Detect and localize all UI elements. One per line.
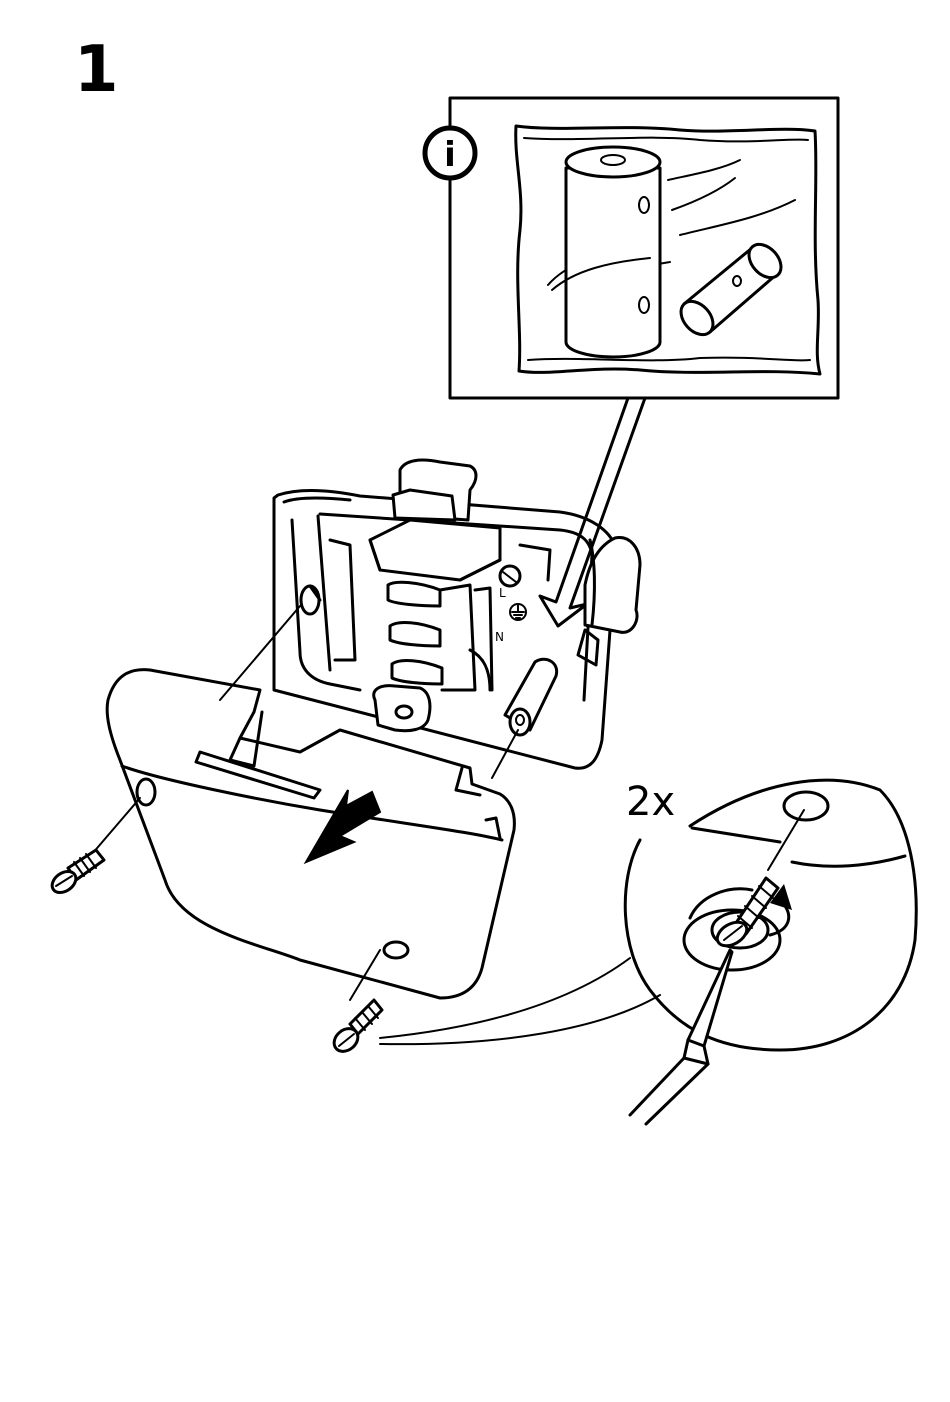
alignment-lines: [80, 606, 518, 1000]
earth-screw: [500, 566, 520, 586]
detail-magnifier: [380, 780, 916, 1050]
cover-plate: [107, 670, 514, 998]
sleeve-icon: [675, 238, 788, 341]
screw-left-icon: [48, 850, 104, 897]
arrow-down-left-icon: [306, 790, 380, 862]
cylinder-connector-icon: [552, 147, 660, 357]
screwdriver-icon: [630, 950, 732, 1124]
info-icon: i: [425, 128, 475, 178]
info-panel: i: [425, 98, 838, 398]
screw-bottom-icon: [330, 1000, 382, 1056]
base-screw-post-right: [505, 659, 557, 735]
svg-text:i: i: [444, 135, 456, 175]
terminal-block: [374, 582, 492, 730]
earth-ground-icon: [510, 604, 526, 620]
